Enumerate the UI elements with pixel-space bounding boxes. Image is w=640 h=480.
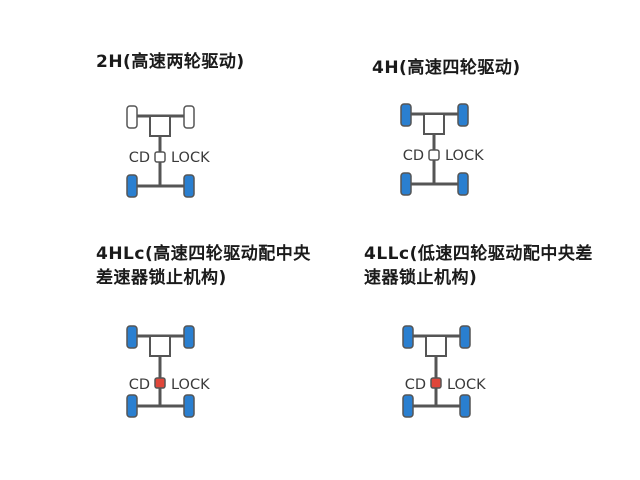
- front-right-wheel-icon: [457, 103, 469, 127]
- mode-title-4hlc: 4HLc(高速四轮驱动配中央 差速器锁止机构): [96, 242, 311, 290]
- mode-title-line: 4HLc(高速四轮驱动配中央: [96, 244, 311, 264]
- lock-label: LOCK: [447, 377, 486, 393]
- front-left-wheel-icon: [402, 325, 414, 349]
- center-diff-icon: [428, 149, 440, 161]
- front-right-wheel-icon: [183, 105, 195, 129]
- center-diff-icon: [154, 151, 166, 163]
- rear-left-wheel-icon: [400, 172, 412, 196]
- drivetrain-diagram-4llc: CD LOCK: [402, 325, 486, 418]
- mode-title-line: 2H(高速两轮驱动): [96, 52, 245, 72]
- rear-left-wheel-icon: [126, 394, 138, 418]
- mode-title-line: 4H(高速四轮驱动): [372, 58, 521, 78]
- drivetrain-frame: [134, 334, 187, 408]
- cd-label: CD: [403, 148, 424, 164]
- front-left-wheel-icon: [400, 103, 412, 127]
- rear-left-wheel-icon: [126, 174, 138, 198]
- lock-label: LOCK: [171, 377, 210, 393]
- lock-label: LOCK: [171, 150, 210, 166]
- drivetrain-frame: [408, 112, 461, 186]
- mode-title-line: 差速器锁止机构): [96, 268, 227, 288]
- front-left-wheel-icon: [126, 325, 138, 349]
- rear-left-wheel-icon: [402, 394, 414, 418]
- front-left-wheel-icon: [126, 105, 138, 129]
- cd-label: CD: [405, 377, 426, 393]
- mode-title-4llc: 4LLc(低速四轮驱动配中央差 速器锁止机构): [364, 242, 593, 290]
- rear-right-wheel-icon: [459, 394, 471, 418]
- rear-right-wheel-icon: [183, 174, 195, 198]
- lock-label: LOCK: [445, 148, 484, 164]
- drivetrain-diagram-2h: CD LOCK: [126, 105, 210, 198]
- rear-right-wheel-icon: [183, 394, 195, 418]
- mode-title-2h: 2H(高速两轮驱动): [96, 50, 245, 74]
- cd-label: CD: [129, 377, 150, 393]
- drivetrain-diagram-4hlc: CD LOCK: [126, 325, 210, 418]
- center-diff-icon: [430, 377, 442, 389]
- drivetrain-frame: [410, 334, 463, 408]
- cd-label: CD: [129, 150, 150, 166]
- drivetrain-diagram-4h: CD LOCK: [400, 103, 484, 196]
- mode-title-4h: 4H(高速四轮驱动): [372, 56, 521, 80]
- mode-title-line: 4LLc(低速四轮驱动配中央差: [364, 244, 593, 264]
- front-right-wheel-icon: [459, 325, 471, 349]
- rear-right-wheel-icon: [457, 172, 469, 196]
- center-diff-icon: [154, 377, 166, 389]
- drivetrain-frame: [134, 114, 187, 188]
- mode-title-line: 速器锁止机构): [364, 268, 478, 288]
- front-right-wheel-icon: [183, 325, 195, 349]
